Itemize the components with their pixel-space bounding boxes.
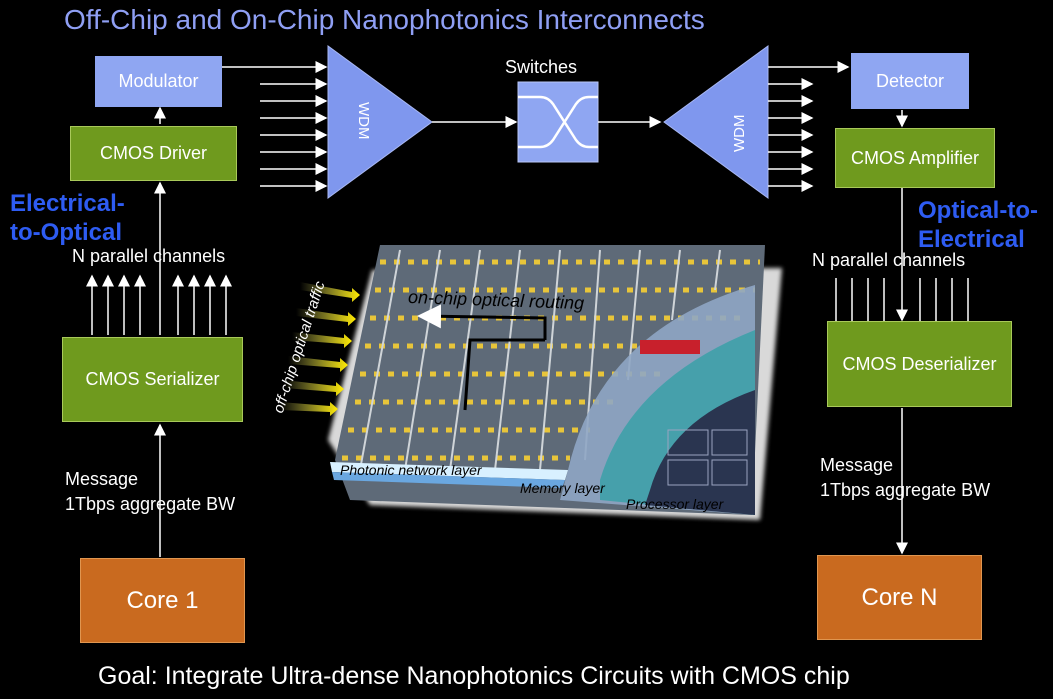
chip-illustration	[280, 245, 782, 520]
optical-to-electrical-line1: Optical-to-	[918, 197, 1038, 224]
detector-label: Detector	[875, 70, 945, 91]
detector-box: Detector	[851, 53, 969, 109]
memory-layer-label: Memory layer	[520, 480, 605, 496]
right-message-line1: Message	[820, 455, 894, 475]
switches-label: Switches	[505, 57, 578, 77]
cmos-driver-box: CMOS Driver	[70, 126, 237, 181]
goal-statement: Goal: Integrate Ultra-dense Nanophotonic…	[98, 662, 850, 690]
modulator-box: Modulator	[95, 56, 222, 107]
cmos-deserializer-label: CMOS Deserializer	[842, 353, 997, 374]
optical-to-electrical-label: Optical-to- Electrical	[918, 196, 1038, 254]
cmos-serializer-box: CMOS Serializer	[62, 337, 243, 422]
electrical-to-optical-label: Electrical- to-Optical	[10, 189, 125, 247]
wdm-right-label: WDM	[731, 114, 748, 153]
cmos-amplifier-label: CMOS Amplifier	[850, 147, 980, 168]
cmos-deserializer-box: CMOS Deserializer	[827, 321, 1012, 407]
photonic-layer-label: Photonic network layer	[340, 462, 482, 478]
electrical-to-optical-line2: to-Optical	[10, 219, 122, 246]
right-message-label: Message 1Tbps aggregate BW	[820, 453, 990, 503]
left-message-line2: 1Tbps aggregate BW	[65, 494, 236, 514]
right-channels-label: N parallel channels	[812, 250, 966, 270]
modulator-label: Modulator	[118, 71, 199, 91]
left-message-label: Message 1Tbps aggregate BW	[65, 467, 235, 517]
optical-to-electrical-line2: Electrical	[918, 226, 1025, 253]
cmos-serializer-label: CMOS Serializer	[85, 369, 220, 389]
cmos-driver-label: CMOS Driver	[100, 143, 207, 163]
left-channels-label: N parallel channels	[72, 246, 226, 266]
electrical-to-optical-line1: Electrical-	[10, 190, 125, 217]
left-message-line1: Message	[65, 469, 139, 489]
wdm-left-label: WDM	[355, 102, 372, 140]
core-n-label: Core N	[861, 583, 938, 611]
processor-layer-label: Processor layer	[626, 496, 724, 512]
core-1-box: Core 1	[80, 558, 245, 643]
core-1-label: Core 1	[126, 586, 199, 614]
page-title: Off-Chip and On-Chip Nanophotonics Inter…	[64, 4, 705, 35]
right-message-line2: 1Tbps aggregate BW	[820, 480, 991, 500]
cmos-amplifier-box: CMOS Amplifier	[835, 128, 995, 188]
core-n-box: Core N	[817, 555, 982, 640]
